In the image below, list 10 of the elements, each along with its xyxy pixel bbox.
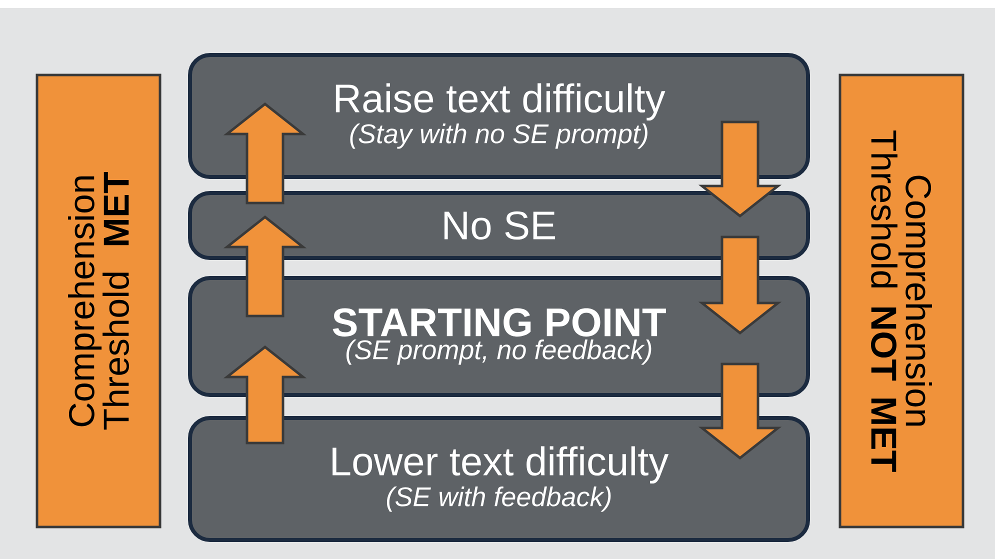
level-box: Raise text difficulty (Stay with no SE prompt) — [188, 53, 810, 179]
block-arrow — [698, 362, 782, 460]
level-box: No SE — [188, 191, 810, 260]
level-box: Lower text difficulty (SE with feedback) — [188, 416, 810, 542]
block-arrow — [223, 102, 307, 204]
block-arrow — [698, 120, 782, 218]
block-arrow — [223, 215, 307, 318]
block-arrow — [223, 345, 307, 444]
level-box: STARTING POINT (SE prompt, no feedback) — [188, 276, 810, 397]
block-arrow — [698, 236, 782, 335]
